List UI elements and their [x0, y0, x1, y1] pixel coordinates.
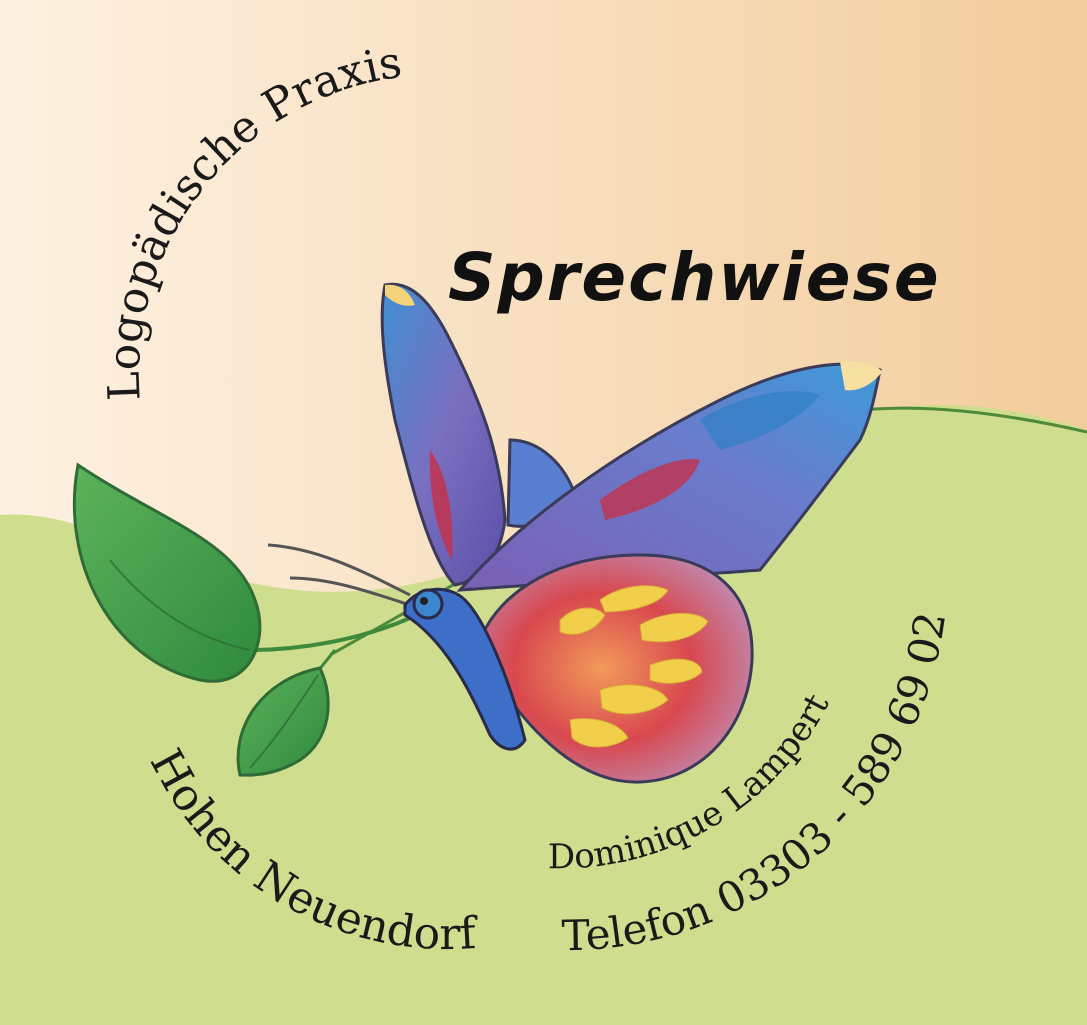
brand-name: Sprechwiese	[448, 239, 941, 316]
leaf-icon	[72, 462, 411, 777]
butterfly-icon	[267, 282, 882, 784]
